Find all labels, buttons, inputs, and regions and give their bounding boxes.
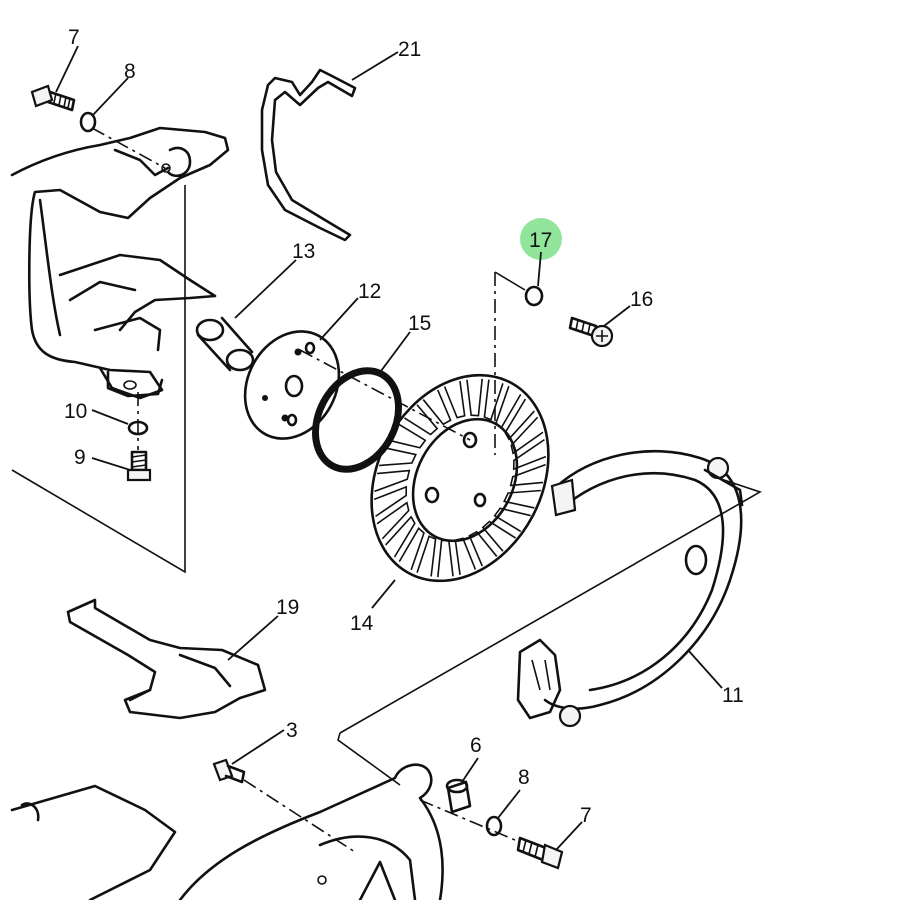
starter-ring-11 xyxy=(516,449,744,728)
svg-text:3: 3 xyxy=(286,719,298,742)
lower-axis-line xyxy=(337,732,401,786)
plate-12 xyxy=(243,330,341,440)
fan-blade xyxy=(374,469,411,493)
highlight-17 xyxy=(520,218,562,260)
callout-21[interactable]: 21 xyxy=(351,38,421,81)
svg-text:16: 16 xyxy=(630,288,653,311)
bolt-7-bottom xyxy=(516,836,564,870)
fan-blade xyxy=(443,381,466,419)
svg-text:7: 7 xyxy=(68,26,80,49)
callout-7-top[interactable]: 7 xyxy=(55,26,80,93)
fan-blade xyxy=(416,535,437,577)
callout-14[interactable]: 14 xyxy=(350,579,396,635)
svg-text:10: 10 xyxy=(64,400,87,423)
fan-blade xyxy=(403,404,439,436)
washer-8-top xyxy=(79,111,97,133)
upper-housing xyxy=(10,126,230,574)
fan-blade xyxy=(481,520,517,552)
svg-text:19: 19 xyxy=(276,596,299,619)
fan-blade xyxy=(385,515,416,558)
svg-text:21: 21 xyxy=(398,38,421,61)
fan-blade xyxy=(503,489,541,509)
fan-blade xyxy=(398,527,425,571)
fan-blade xyxy=(437,539,454,578)
bracket-21 xyxy=(260,68,357,242)
callout-8-bottom[interactable]: 8 xyxy=(497,766,530,819)
spacer-6 xyxy=(445,778,472,814)
fan-blade xyxy=(422,389,452,426)
callout-7-bottom[interactable]: 7 xyxy=(555,804,592,851)
ring-15 xyxy=(312,367,402,473)
fan-blade xyxy=(509,463,546,487)
svg-text:13: 13 xyxy=(292,240,315,263)
fan-blade xyxy=(389,423,427,449)
callout-9[interactable]: 9 xyxy=(74,446,131,471)
flywheel-fan-14 xyxy=(370,373,550,583)
bolt-3 xyxy=(212,758,246,784)
fan-blade xyxy=(495,385,522,429)
fan-blade xyxy=(373,485,408,518)
fan-blade xyxy=(483,379,504,421)
fan-blade xyxy=(468,530,498,567)
callout-16[interactable]: 16 xyxy=(603,288,653,327)
svg-text:7: 7 xyxy=(580,804,592,827)
lever-19 xyxy=(66,598,267,720)
bolt-9 xyxy=(126,450,152,482)
lower-housing xyxy=(10,763,444,900)
bolt-7-top xyxy=(30,84,76,112)
fan-blade xyxy=(466,378,483,417)
fan-blade xyxy=(376,501,410,540)
svg-text:9: 9 xyxy=(74,446,86,469)
svg-text:17: 17 xyxy=(529,229,552,252)
axis-link-17 xyxy=(494,271,526,291)
fan-blade xyxy=(510,416,544,455)
callout-17[interactable]: 17 xyxy=(529,229,552,287)
callout-12[interactable]: 12 xyxy=(319,280,381,341)
fan-blade xyxy=(493,507,531,533)
callout-11[interactable]: 11 xyxy=(687,649,744,707)
svg-text:6: 6 xyxy=(470,734,482,757)
callout-13[interactable]: 13 xyxy=(234,240,315,319)
svg-text:14: 14 xyxy=(350,612,374,635)
bolt-axis-top xyxy=(91,127,166,169)
callout-19[interactable]: 19 xyxy=(227,596,299,661)
callout-15[interactable]: 15 xyxy=(377,312,431,376)
svg-text:15: 15 xyxy=(408,312,431,335)
fan-blade xyxy=(504,398,535,441)
callout-6[interactable]: 6 xyxy=(461,734,482,783)
bolt-axis-3 xyxy=(243,779,356,853)
screw-16 xyxy=(568,316,614,348)
washer-8-bottom xyxy=(485,815,503,837)
svg-text:11: 11 xyxy=(722,684,744,707)
callout-8-top[interactable]: 8 xyxy=(91,60,136,117)
fan-blade xyxy=(379,447,417,467)
fan-blade xyxy=(512,438,547,471)
svg-text:12: 12 xyxy=(358,280,381,303)
fan-blade xyxy=(454,537,477,575)
svg-text:8: 8 xyxy=(518,766,530,789)
ring-axis-line xyxy=(339,477,762,734)
callout-10[interactable]: 10 xyxy=(64,400,129,425)
washer-17 xyxy=(524,285,544,307)
bolt-axis-bottom xyxy=(419,799,516,841)
spacer-13 xyxy=(195,316,255,372)
callouts: 7 8 21 13 12 15 17 16 xyxy=(55,26,744,851)
callout-3[interactable]: 3 xyxy=(231,719,298,765)
center-axis xyxy=(299,349,471,441)
svg-text:8: 8 xyxy=(124,60,136,83)
